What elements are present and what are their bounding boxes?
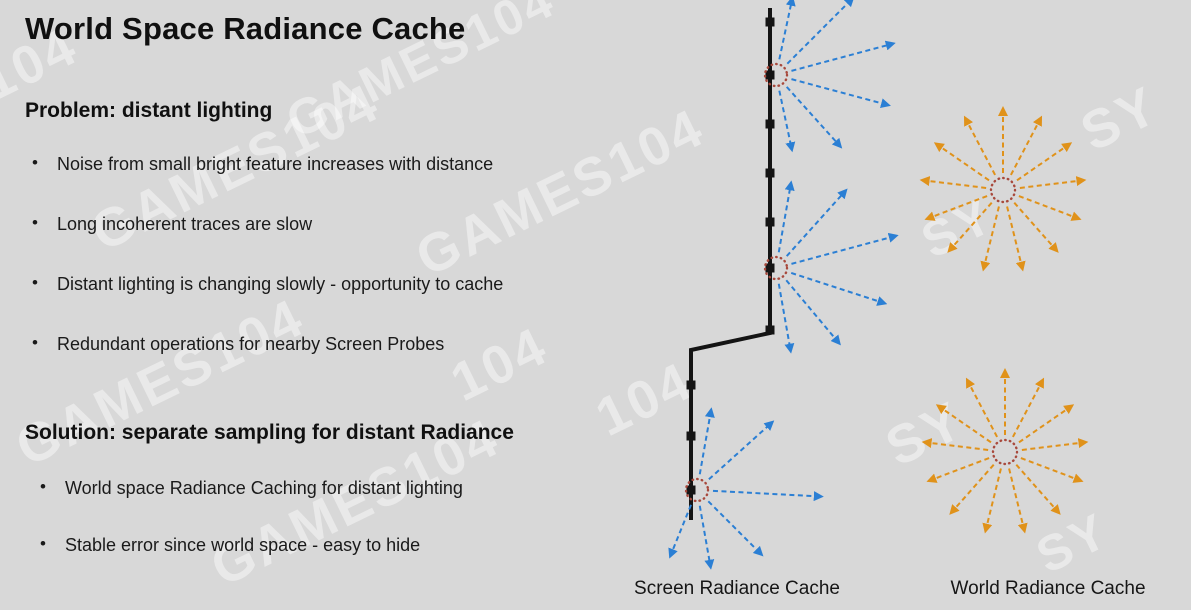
wall-tick [686, 485, 696, 495]
ray-arrow [708, 420, 775, 481]
ray-arrow [1018, 195, 1082, 221]
ray-arrow [919, 176, 987, 189]
watermark-text: SY [876, 389, 974, 478]
wall-tick [765, 70, 775, 80]
ray-arrow [1015, 464, 1061, 515]
wall-line [689, 8, 772, 520]
ray-arrow [947, 202, 993, 253]
ray-arrow [777, 180, 795, 253]
bullet-item: Noise from small bright feature increase… [30, 151, 503, 176]
probe-circle [763, 255, 789, 281]
world-cache-label: World Radiance Cache [950, 578, 1146, 599]
wall-tick [765, 217, 775, 227]
watermark-text: 104 [586, 350, 703, 448]
screen-probe [763, 180, 899, 354]
ray-arrow [965, 377, 998, 438]
world-probe [919, 106, 1087, 272]
ray-arrow [778, 90, 796, 153]
world-probe [921, 368, 1089, 534]
screen-probe [763, 0, 896, 153]
ray-arrow [982, 468, 1002, 534]
ray-arrow [1013, 202, 1059, 253]
bullet-item: Long incoherent traces are slow [30, 211, 503, 236]
ray-arrow [791, 78, 891, 109]
ray-arrow [1008, 468, 1028, 534]
ray-arrow [1019, 176, 1087, 189]
bullet-item: Stable error since world space - easy to… [38, 532, 463, 557]
ray-arrow [933, 142, 990, 182]
wall-tick [765, 119, 775, 129]
ray-arrow [1016, 142, 1073, 182]
ray-arrow [935, 404, 992, 444]
watermark-text: SY [912, 186, 1003, 270]
probe-circle [763, 62, 789, 88]
ray-arrow [712, 489, 824, 502]
bullet-item: Redundant operations for nearby Screen P… [30, 331, 503, 356]
ray-arrow [778, 0, 796, 60]
ray-arrow [777, 283, 795, 354]
ray-arrow [1020, 457, 1084, 483]
ray-arrow [1012, 377, 1045, 438]
ray-arrow [924, 195, 988, 221]
ray-arrow [949, 464, 995, 515]
screen-cache-label: Screen Radiance Cache [634, 578, 840, 599]
wall-tick [765, 168, 775, 178]
ray-arrow [707, 500, 764, 557]
problem-heading: Problem: distant lighting [25, 99, 273, 122]
wall-tick [765, 263, 775, 273]
problem-bullet-list: Noise from small bright feature increase… [30, 151, 503, 392]
probe-circle [989, 176, 1017, 204]
ray-arrow [921, 438, 989, 451]
ray-arrow [785, 279, 841, 346]
solution-heading: Solution: separate sampling for distant … [25, 421, 514, 444]
ray-arrow [791, 232, 899, 265]
wall-tick [686, 431, 696, 441]
ray-arrow [791, 40, 896, 72]
solution-bullet-list: World space Radiance Caching for distant… [38, 475, 463, 590]
screen-probe [668, 407, 824, 570]
ray-arrow [1021, 438, 1089, 451]
watermark-text: SY [1027, 501, 1118, 585]
probe-circle [684, 477, 710, 503]
bullet-item: World space Radiance Caching for distant… [38, 475, 463, 500]
ray-arrow [785, 86, 843, 149]
ray-arrow [790, 271, 888, 306]
wall-tick [686, 380, 696, 390]
ray-arrow [1018, 404, 1075, 444]
bullet-item: Distant lighting is changing slowly - op… [30, 271, 503, 296]
ray-arrow [980, 206, 1000, 272]
ray-arrow [1010, 115, 1043, 176]
wall-tick [765, 325, 775, 335]
ray-arrow [698, 407, 715, 475]
probe-circle [991, 438, 1019, 466]
slide-title: World Space Radiance Cache [25, 11, 466, 46]
wall-tick [765, 17, 775, 27]
ray-arrow [668, 504, 692, 559]
ray-arrow [963, 115, 996, 176]
ray-arrow [786, 0, 855, 65]
ray-arrow [785, 188, 848, 257]
ray-arrow [926, 457, 990, 483]
watermark-text: SY [1071, 74, 1169, 163]
ray-arrow [1006, 206, 1026, 272]
ray-arrow [698, 505, 715, 570]
